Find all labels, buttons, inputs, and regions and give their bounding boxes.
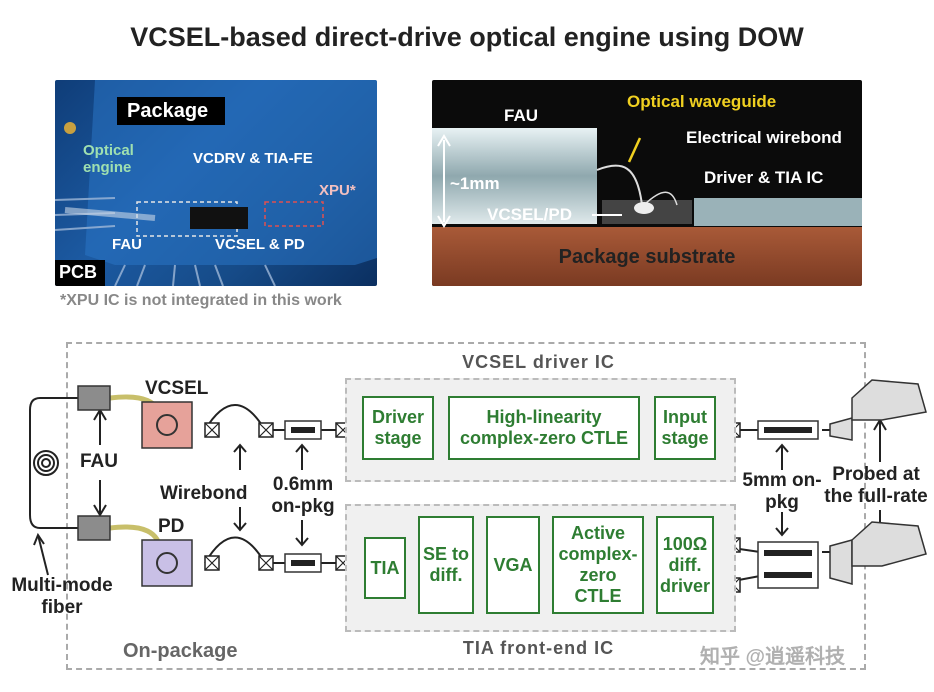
vcdrv-label: VCDRV & TIA-FE — [193, 150, 313, 167]
cross-section-photo: FAU Optical waveguide Electrical wirebon… — [432, 80, 862, 286]
probed-label: Probed at the full-rate — [824, 464, 928, 507]
block-diagram — [66, 342, 866, 670]
package-photo-art — [55, 80, 377, 286]
footnote: *XPU IC is not integrated in this work — [60, 292, 342, 309]
optical-waveguide-label: Optical waveguide — [627, 92, 777, 111]
page-title: VCSEL-based direct-drive optical engine … — [130, 22, 804, 52]
xpu-label: XPU* — [319, 182, 356, 199]
ctle-block: High-linearity complex-zero CTLE — [448, 396, 640, 460]
optical-engine-label: Optical engine — [83, 142, 134, 176]
vcsel-label: VCSEL — [145, 378, 209, 399]
substrate-label: Package substrate — [558, 246, 736, 268]
input-stage-block: Input stage — [654, 396, 716, 460]
long-onpkg-label: 5mm on-pkg — [742, 470, 822, 513]
pd-label: PD — [158, 516, 185, 537]
vga-block: VGA — [486, 516, 540, 614]
wirebond-xsec-label: Electrical wirebond — [686, 128, 842, 147]
vcsel-ic-title: VCSEL driver IC — [462, 352, 615, 372]
on-package-label: On-package — [123, 640, 238, 662]
se-to-diff-block: SE to diff. — [418, 516, 474, 614]
watermark: 知乎 @逍遥科技 — [700, 646, 846, 668]
fau-photo-label: FAU — [112, 236, 142, 253]
package-photo: Package Optical engine VCDRV & TIA-FE XP… — [55, 80, 377, 286]
pcb-label-bg — [55, 260, 105, 286]
one-mm-label: ~1mm — [450, 174, 500, 193]
vcsel-pd-photo-label: VCSEL & PD — [215, 236, 305, 253]
diff-driver-block: 100Ω diff. driver — [656, 516, 714, 614]
fau-xsec-label: FAU — [504, 106, 538, 125]
fiber-label: Multi-mode fiber — [11, 575, 113, 618]
short-onpkg-label: 0.6mm on-pkg — [271, 474, 335, 517]
cross-section-art — [432, 128, 862, 286]
driver-tia-label: Driver & TIA IC — [704, 168, 824, 187]
driver-stage-block: Driver stage — [362, 396, 434, 460]
package-label-bg — [117, 97, 225, 125]
package-label: Package — [127, 100, 209, 122]
wirebond-label: Wirebond — [160, 483, 248, 504]
tia-block: TIA — [364, 537, 406, 599]
pcb-label: PCB — [59, 262, 98, 282]
fau-label: FAU — [80, 451, 118, 472]
tia-ic-title: TIA front-end IC — [462, 638, 615, 658]
vcsel-pd-xsec-label: VCSEL/PD — [487, 205, 573, 224]
active-ctle-block: Active complex-zero CTLE — [552, 516, 644, 614]
